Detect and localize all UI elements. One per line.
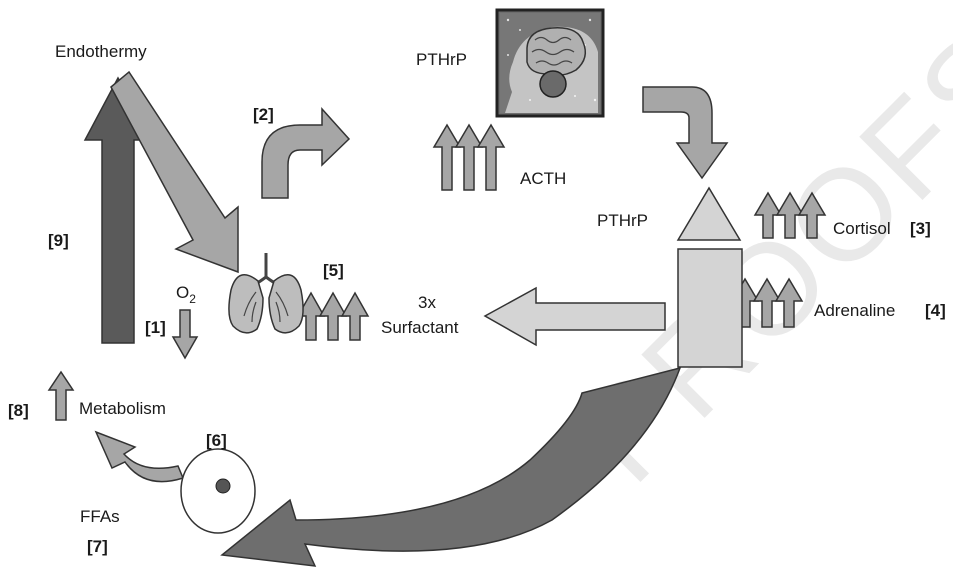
label-adrenaline: Adrenaline — [814, 301, 895, 320]
brain-to-adrenal-arrow — [642, 86, 729, 180]
fat-cell-to-metabolism-arrow — [94, 430, 185, 483]
ref-2: [2] — [253, 105, 274, 124]
ref-4: [4] — [925, 301, 946, 320]
label-surfactant: Surfactant — [381, 318, 459, 337]
adrenal-to-fat-cell-arrow — [220, 366, 682, 567]
oxygen-down-arrow — [171, 309, 199, 360]
label-ffas: FFAs — [80, 507, 120, 526]
ref-1: [1] — [145, 318, 166, 337]
label-o2: O2 — [176, 283, 196, 306]
ref-3: [3] — [910, 219, 931, 238]
curved-arrow-2 — [261, 107, 351, 199]
adrenal-to-surfactant-arrow — [483, 286, 666, 347]
label-pthrp-top: PTHrP — [416, 50, 467, 69]
ref-5: [5] — [323, 261, 344, 280]
endothermy-to-lungs-arrow — [110, 70, 239, 274]
label-cortisol: Cortisol — [833, 219, 891, 238]
fat-cell-icon — [180, 448, 256, 534]
label-metabolism: Metabolism — [79, 399, 166, 418]
brain-in-head-icon — [495, 8, 605, 118]
ref-6: [6] — [206, 431, 227, 450]
ref-8: [8] — [8, 401, 29, 420]
label-surfactant-multiplier: 3x — [418, 293, 436, 312]
adrenal-gland-icon — [676, 186, 743, 368]
label-pthrp-adrenal: PTHrP — [597, 211, 648, 230]
label-endothermy: Endothermy — [55, 42, 147, 61]
ref-9: [9] — [48, 231, 69, 250]
acth-increase-arrows — [432, 123, 506, 191]
lungs-icon — [228, 253, 304, 334]
metabolism-up-arrow — [47, 370, 75, 421]
cortisol-increase-arrows — [753, 191, 827, 239]
ref-7: [7] — [87, 537, 108, 556]
surfactant-increase-arrows — [296, 291, 370, 341]
label-acth: ACTH — [520, 169, 566, 188]
